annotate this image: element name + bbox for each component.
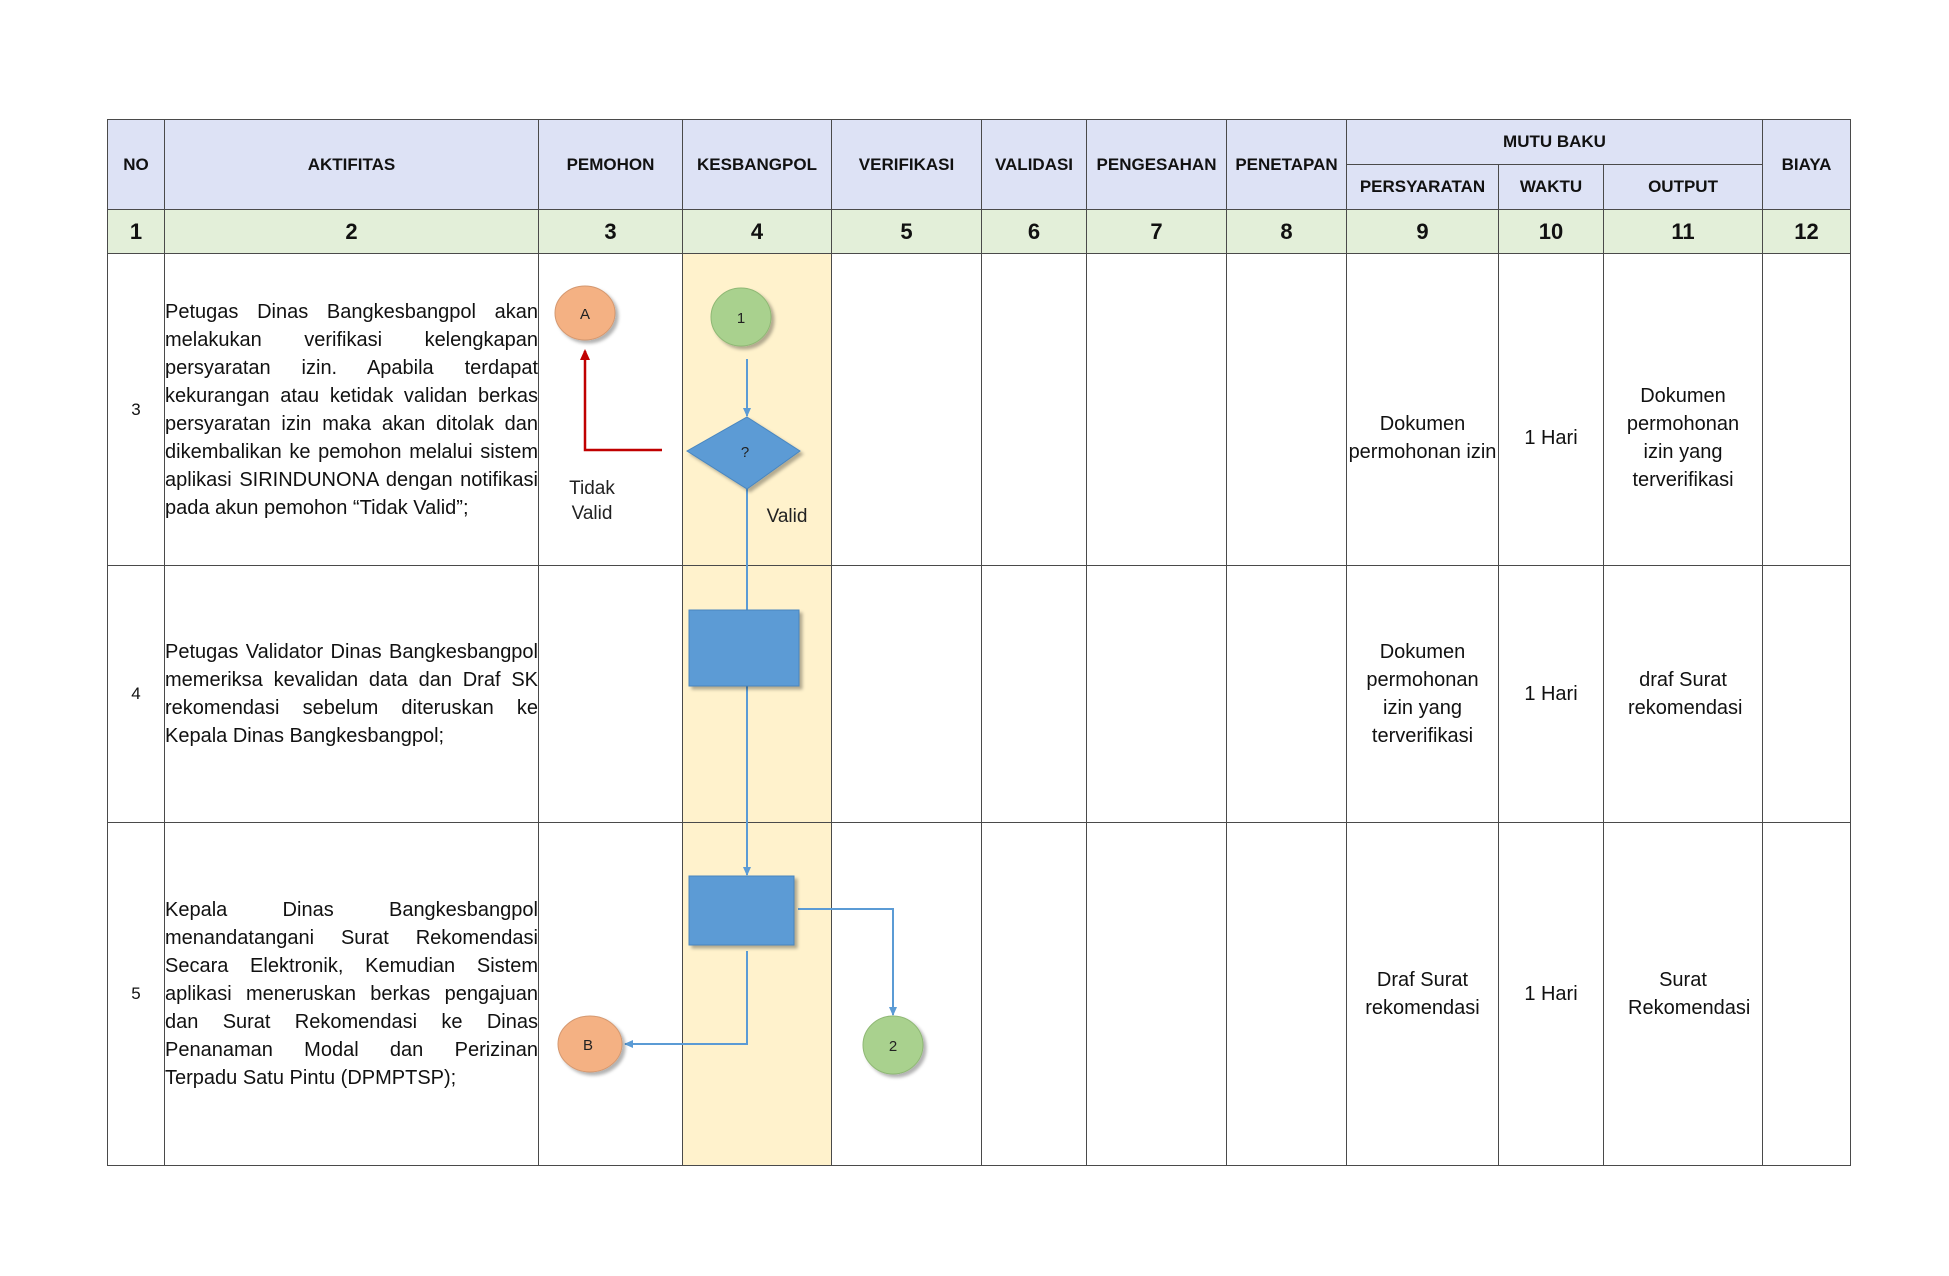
- row-number: 5: [107, 822, 165, 1166]
- header-penetapan: PENETAPAN: [1226, 119, 1347, 210]
- waktu-cell: 1 Hari: [1498, 253, 1604, 566]
- lane-pengesahan: [1086, 565, 1227, 823]
- lane-kesbangpol: [682, 565, 832, 823]
- row-number: 4: [107, 565, 165, 823]
- lane-pengesahan: [1086, 253, 1227, 566]
- lane-pemohon: [538, 253, 683, 566]
- output-cell: draf Surat rekomendasi: [1602, 565, 1764, 823]
- column-number-row: 1 2 3 4 5 6 7 8 9 10 11 12: [107, 209, 1852, 254]
- column-number: 3: [538, 209, 683, 254]
- activity-text: Kepala Dinas Bangkesbangpol menandatanga…: [164, 822, 539, 1166]
- lane-penetapan: [1226, 565, 1347, 823]
- biaya-cell: [1762, 822, 1852, 1166]
- column-number: 4: [682, 209, 832, 254]
- waktu-cell: 1 Hari: [1498, 565, 1604, 823]
- header-verifikasi: VERIFIKASI: [831, 119, 982, 210]
- table-row: 3 Petugas Dinas Bangkesbangpol akan mela…: [107, 253, 1852, 566]
- header-validasi: VALIDASI: [981, 119, 1087, 210]
- sop-table: NO AKTIFITAS PEMOHON KESBANGPOL VERIFIKA…: [107, 119, 1852, 1166]
- column-number: 9: [1346, 209, 1499, 254]
- header-row-top: NO AKTIFITAS PEMOHON KESBANGPOL VERIFIKA…: [107, 119, 1852, 210]
- lane-validasi: [981, 822, 1087, 1166]
- header-pemohon: PEMOHON: [538, 119, 683, 210]
- header-waktu: WAKTU: [1498, 164, 1604, 210]
- biaya-cell: [1762, 565, 1852, 823]
- persyaratan-cell: Dokumen permohonan izin: [1346, 253, 1499, 566]
- persyaratan-cell: Draf Surat rekomendasi: [1346, 822, 1499, 1166]
- header-no: NO: [107, 119, 165, 210]
- column-number: 1: [107, 209, 165, 254]
- lane-kesbangpol: [682, 822, 832, 1166]
- activity-text: Petugas Dinas Bangkesbangpol akan melaku…: [164, 253, 539, 566]
- column-number: 7: [1086, 209, 1227, 254]
- lane-kesbangpol: [682, 253, 832, 566]
- column-number: 5: [831, 209, 982, 254]
- row-number: 3: [107, 253, 165, 566]
- lane-penetapan: [1226, 253, 1347, 566]
- sop-sheet: NO AKTIFITAS PEMOHON KESBANGPOL VERIFIKA…: [107, 119, 1852, 1166]
- column-number: 6: [981, 209, 1087, 254]
- header-mutu-baku: MUTU BAKU: [1345, 119, 1764, 165]
- lane-verifikasi: [831, 253, 982, 566]
- lane-validasi: [981, 253, 1087, 566]
- persyaratan-cell: Dokumen permohonan izin yang terverifika…: [1346, 565, 1499, 823]
- header-pengesahan: PENGESAHAN: [1086, 119, 1227, 210]
- column-number: 10: [1498, 209, 1604, 254]
- header-persyaratan: PERSYARATAN: [1346, 164, 1499, 210]
- table-row: 5 Kepala Dinas Bangkesbangpol menandatan…: [107, 822, 1852, 1166]
- column-number: 2: [164, 209, 539, 254]
- header-row-sub: PERSYARATAN WAKTU OUTPUT: [108, 164, 1851, 210]
- output-cell: Surat Rekomendasi: [1602, 822, 1764, 1166]
- activity-text: Petugas Validator Dinas Bangkesbangpol m…: [164, 565, 539, 823]
- header-aktifitas: AKTIFITAS: [164, 119, 539, 210]
- biaya-cell: [1762, 253, 1852, 566]
- output-cell: Dokumen permohonan izin yang terverifika…: [1602, 253, 1764, 566]
- lane-pemohon: [538, 565, 683, 823]
- header-kesbangpol: KESBANGPOL: [682, 119, 832, 210]
- lane-penetapan: [1226, 822, 1347, 1166]
- lane-validasi: [981, 565, 1087, 823]
- column-number: 12: [1762, 209, 1852, 254]
- lane-verifikasi: [831, 822, 982, 1166]
- header-output: OUTPUT: [1602, 164, 1764, 210]
- waktu-cell: 1 Hari: [1498, 822, 1604, 1166]
- lane-verifikasi: [831, 565, 982, 823]
- header-biaya: BIAYA: [1762, 119, 1852, 210]
- lane-pemohon: [538, 822, 683, 1166]
- column-number: 8: [1226, 209, 1347, 254]
- column-number: 11: [1602, 209, 1764, 254]
- table-row: 4 Petugas Validator Dinas Bangkesbangpol…: [107, 565, 1852, 823]
- lane-pengesahan: [1086, 822, 1227, 1166]
